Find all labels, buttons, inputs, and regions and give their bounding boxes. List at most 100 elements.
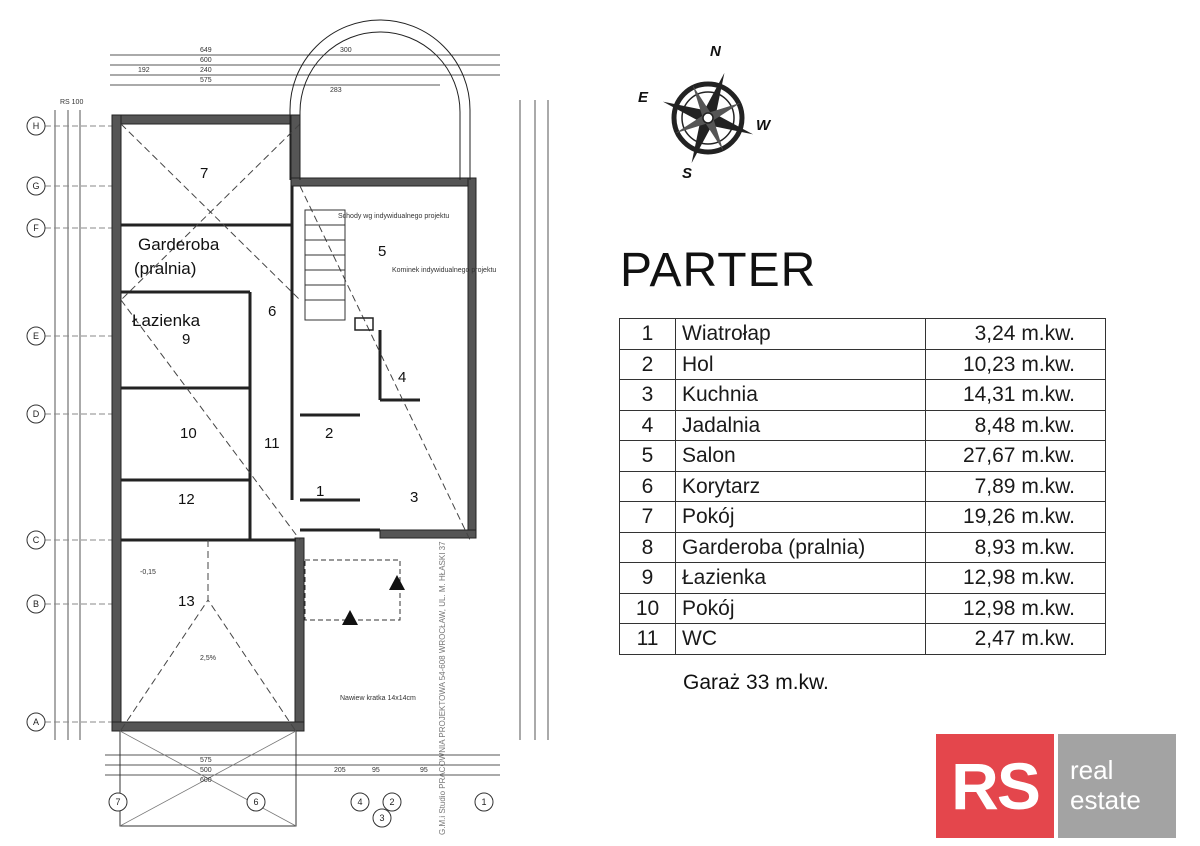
room-area-cell: 10,23 m.kw. xyxy=(925,348,1106,380)
room-13-label: 13 xyxy=(178,593,195,610)
room-number-cell: 4 xyxy=(619,409,676,441)
logo-wordmark: real estate xyxy=(1058,734,1176,838)
room-3-label: 3 xyxy=(410,489,418,506)
axis-c-label: C xyxy=(33,535,40,545)
compass-e-label: E xyxy=(638,89,649,106)
axis-b-label: B xyxy=(33,599,39,609)
room-number-cell: 2 xyxy=(619,348,676,380)
axis-g-label: G xyxy=(32,181,39,191)
compass-rose-icon: N E W S xyxy=(638,43,772,182)
room-area-cell: 14,31 m.kw. xyxy=(925,379,1106,411)
logo-line-2: estate xyxy=(1070,785,1141,815)
room-name-cell: Pokój xyxy=(675,592,926,624)
dim-top-4: 300 xyxy=(340,47,352,54)
room-4-label: 4 xyxy=(398,369,406,386)
axis-6-label: 6 xyxy=(253,797,258,807)
axis-e-label: E xyxy=(33,331,39,341)
room-2-label: 2 xyxy=(325,425,333,442)
room-number-cell: 7 xyxy=(619,501,676,533)
room-7-label: 7 xyxy=(200,165,208,182)
room-area-cell: 3,24 m.kw. xyxy=(925,318,1106,350)
axis-1-label: 1 xyxy=(481,797,486,807)
room-area-cell: 19,26 m.kw. xyxy=(925,501,1106,533)
room-number-cell: 9 xyxy=(619,562,676,594)
room-number-cell: 5 xyxy=(619,440,676,472)
chimney-note: Kominek indywidualnego projektu xyxy=(392,267,496,274)
room-5-label: 5 xyxy=(378,243,386,260)
room-lazienka-label: Łazienka xyxy=(132,311,201,330)
room-number-cell: 3 xyxy=(619,379,676,411)
room-name-cell: Pokój xyxy=(675,501,926,533)
dim-bottom-6: 95 xyxy=(420,767,428,774)
room-name-cell: WC xyxy=(675,623,926,655)
axis-h-label: H xyxy=(33,121,40,131)
room-9-label: 9 xyxy=(182,331,190,348)
dim-top-6: 192 xyxy=(138,67,150,74)
room-area-cell: 7,89 m.kw. xyxy=(925,470,1106,502)
room-6-label: 6 xyxy=(268,303,276,320)
floor-title: PARTER xyxy=(620,244,817,297)
dim-bottom-5: 95 xyxy=(372,767,380,774)
studio-stamp: G.M.i Studio PRACOWNIA PROJEKTOWA 54-608… xyxy=(438,541,447,835)
dim-bottom-2: 575 xyxy=(200,757,212,764)
dim-bottom-3: 500 xyxy=(200,767,212,774)
room-number-cell: 10 xyxy=(619,592,676,624)
room-number-cell: 1 xyxy=(619,318,676,350)
room-name-cell: Kuchnia xyxy=(675,379,926,411)
axis-2-label: 2 xyxy=(389,797,394,807)
garage-area-note: Garaż 33 m.kw. xyxy=(683,671,829,694)
rs-note: RS 100 xyxy=(60,99,83,106)
compass-n-label: N xyxy=(710,43,722,60)
logo-mark: RS xyxy=(936,734,1054,838)
dim-top-2: 600 xyxy=(200,57,212,64)
floor-plan: 7 Garderoba (pralnia) Łazienka 9 6 5 4 1… xyxy=(26,19,549,835)
slope-note: 2,5% xyxy=(200,655,216,662)
grate-note: Nawiew kratka 14x14cm xyxy=(340,695,416,702)
room-number-cell: 11 xyxy=(619,623,676,655)
room-name-cell: Korytarz xyxy=(675,470,926,502)
stairs-note: Schody wg indywidualnego projektu xyxy=(338,213,449,220)
room-number-cell: 6 xyxy=(619,470,676,502)
dim-bottom-1: 600 xyxy=(200,777,212,784)
rs-real-estate-logo: RS real estate xyxy=(936,734,1176,838)
logo-line-1: real xyxy=(1070,755,1114,786)
room-name-cell: Jadalnia xyxy=(675,409,926,441)
dim-top-7: 283 xyxy=(330,87,342,94)
dim-top-1: 649 xyxy=(200,47,212,54)
compass-w-label: W xyxy=(756,117,772,134)
compass-s-label: S xyxy=(682,165,692,182)
dim-top-5: 240 xyxy=(200,67,212,74)
room-area-cell: 27,67 m.kw. xyxy=(925,440,1106,472)
dim-bottom-4: 205 xyxy=(334,767,346,774)
axis-7-label: 7 xyxy=(115,797,120,807)
level-note: -0,15 xyxy=(140,569,156,576)
room-area-cell: 12,98 m.kw. xyxy=(925,592,1106,624)
room-area-cell: 8,48 m.kw. xyxy=(925,409,1106,441)
axis-4-label: 4 xyxy=(357,797,362,807)
room-name-cell: Wiatrołap xyxy=(675,318,926,350)
axis-d-label: D xyxy=(33,409,40,419)
room-area-cell: 2,47 m.kw. xyxy=(925,623,1106,655)
room-12-label: 12 xyxy=(178,491,195,508)
room-10-label: 10 xyxy=(180,425,197,442)
room-name-cell: Salon xyxy=(675,440,926,472)
room-garderoba-label-1: Garderoba xyxy=(138,235,220,254)
logo-mark-text: RS xyxy=(951,749,1041,823)
room-area-cell: 8,93 m.kw. xyxy=(925,531,1106,563)
dim-top-3: 575 xyxy=(200,77,212,84)
room-name-cell: Hol xyxy=(675,348,926,380)
axis-a-label: A xyxy=(33,717,39,727)
room-name-cell: Garderoba (pralnia) xyxy=(675,531,926,563)
